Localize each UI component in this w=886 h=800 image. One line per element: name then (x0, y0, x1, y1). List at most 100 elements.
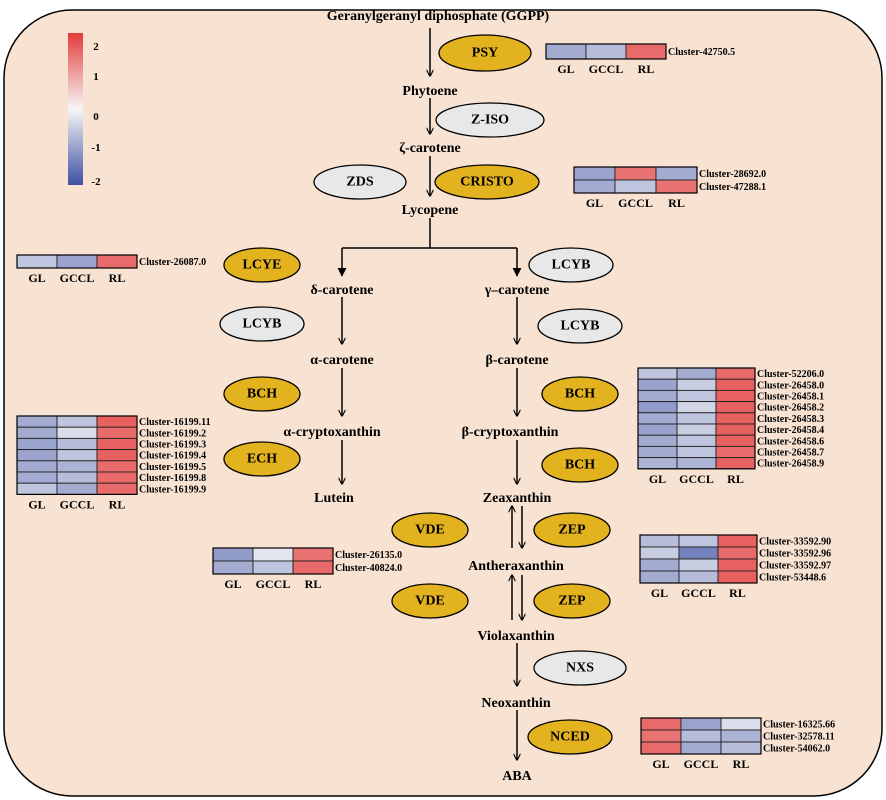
heatmap-cell (56, 426, 98, 439)
heatmap-cell (715, 434, 756, 447)
heatmap-cell (655, 179, 698, 194)
heatmap-cell (639, 546, 680, 560)
cluster-label: Cluster-26458.1 (757, 392, 824, 403)
enzyme-bch1-ellipse (223, 376, 301, 412)
enzyme-nced: NCED (527, 719, 613, 755)
metabolite-lutein: Lutein (314, 491, 354, 506)
heatmap-cell (96, 426, 138, 439)
cluster-label: Cluster-33592.97 (759, 561, 831, 572)
heatmap-column-label: GL (28, 497, 45, 511)
heatmap-cell (715, 457, 756, 470)
heatmap-column-label: RL (727, 472, 744, 486)
heatmap-cell (637, 401, 678, 414)
enzyme-nxs: NXS (533, 650, 627, 686)
enzyme-psy-label: PSY (472, 46, 498, 61)
enzyme-nced-label: NCED (550, 730, 590, 745)
heatmap-cell (639, 558, 680, 572)
metabolite-zeta-carotene: ζ-carotene (399, 141, 461, 156)
heatmap-cell (720, 717, 762, 731)
enzyme-zep2-ellipse (533, 583, 611, 619)
enzyme-zds: ZDS (313, 164, 407, 200)
enzyme-ech-label: ECH (247, 452, 277, 467)
heatmap-cell (16, 460, 58, 473)
heatmap-cell (212, 547, 254, 562)
enzyme-lcyb2: LCYB (219, 306, 305, 342)
heatmap-cell (676, 445, 717, 459)
heatmap-nced: Cluster-16325.66Cluster-32578.11Cluster-… (640, 717, 835, 771)
enzyme-nxs-ellipse (533, 650, 627, 686)
heatmap-border (16, 415, 138, 496)
heatmap-cell (573, 166, 616, 181)
legend-tick: -2 (91, 176, 101, 188)
cluster-label: Cluster-52206.0 (757, 369, 824, 380)
cluster-label: Cluster-42750.5 (668, 47, 735, 58)
heatmap-cell (16, 437, 58, 451)
heatmap-column-label: GL (586, 196, 603, 210)
cluster-label: Cluster-16325.66 (763, 720, 835, 731)
cluster-label: Cluster-26458.9 (757, 459, 824, 470)
heatmap-cell (678, 534, 719, 548)
heatmap-column-label: RL (733, 757, 750, 771)
enzyme-lcyb3-label: LCYB (561, 319, 600, 334)
metabolite-gamma-carotene: γ–carotene (484, 283, 550, 298)
cluster-label: Cluster-47288.1 (699, 182, 766, 193)
metabolite-phytoene: Phytoene (402, 84, 457, 99)
heatmap-cell (585, 43, 627, 60)
heatmap-column-label: GCCL (60, 271, 95, 285)
enzyme-cristo-ellipse (434, 164, 540, 200)
cluster-label: Cluster-40824.0 (335, 563, 402, 574)
heatmap-column-label: GL (651, 586, 668, 600)
heatmap-border (637, 367, 756, 470)
enzyme-vde1-ellipse (391, 512, 469, 548)
enzyme-zep2: ZEP (533, 583, 611, 619)
heatmap-cell (717, 534, 758, 548)
expression-heatmaps: Cluster-42750.5GL GCCL RL Cluster-28692.0Cl… (16, 43, 835, 771)
cluster-label: Cluster-33592.90 (759, 537, 831, 548)
cluster-label: Cluster-26458.4 (757, 425, 824, 436)
heatmap-cell (640, 717, 682, 731)
heatmap-column-label: GL (652, 757, 669, 771)
heatmap-cell (676, 457, 717, 470)
metabolite-beta-carotene: β-carotene (485, 353, 548, 368)
enzyme-vde1: VDE (391, 512, 469, 548)
heatmap-column-label: GL (557, 62, 574, 76)
heatmap-zep: Cluster-33592.90Cluster-33592.96Cluster-… (639, 534, 831, 600)
metabolite-alpha-carotene: α-carotene (310, 353, 374, 368)
metabolite-violaxanthin: Violaxanthin (477, 629, 554, 644)
cluster-label: Cluster-16199.11 (139, 417, 211, 428)
heatmap-cell (639, 570, 680, 584)
metabolite-lycopene: Lycopene (402, 203, 459, 218)
enzyme-bch1-label: BCH (247, 387, 277, 402)
heatmap-border (639, 534, 758, 584)
enzyme-vde1-label: VDE (415, 523, 445, 538)
heatmap-cell (56, 437, 98, 451)
heatmap-cell (16, 415, 58, 428)
heatmap-border (573, 166, 698, 194)
enzyme-lcyb1: LCYB (528, 247, 614, 283)
heatmap-cell (292, 547, 334, 562)
cluster-label: Cluster-33592.96 (759, 549, 831, 560)
background-panel (3, 9, 883, 797)
cluster-label: Cluster-26458.0 (757, 380, 824, 391)
heatmap-cell (680, 729, 722, 743)
heatmap-cell (678, 546, 719, 560)
heatmap-column-label: RL (729, 586, 746, 600)
heatmap-cell (637, 434, 678, 447)
heatmap-cell (573, 179, 616, 194)
heatmap-cell (252, 560, 294, 575)
heatmap-column-label: GCCL (60, 497, 95, 511)
cluster-label: Cluster-28692.0 (699, 169, 766, 180)
heatmap-column-label: GCCL (256, 577, 291, 591)
heatmap-cell (655, 166, 698, 181)
cluster-label: Cluster-16199.2 (139, 428, 206, 439)
heatmap-cell (678, 558, 719, 572)
enzyme-cristo-label: CRISTO (460, 175, 514, 190)
heatmap-cell (678, 570, 719, 584)
heatmap-cell (640, 729, 682, 743)
heatmap-column-label: RL (668, 196, 685, 210)
heatmap-cell (212, 560, 254, 575)
heatmap-column-label: GCCL (681, 586, 716, 600)
enzyme-zep1: ZEP (533, 512, 611, 548)
